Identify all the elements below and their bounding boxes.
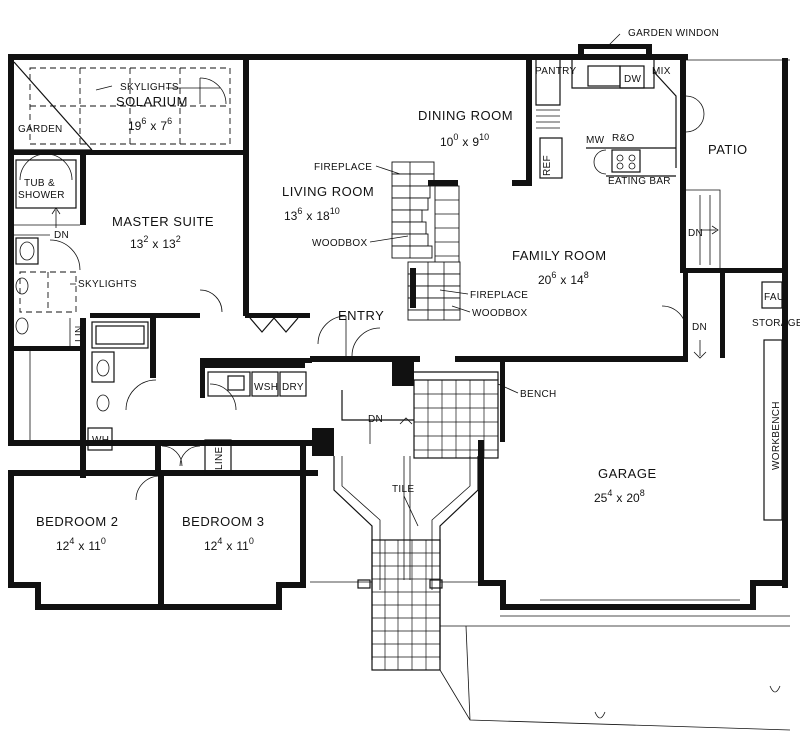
dining-room-name: DINING ROOM — [418, 108, 513, 123]
ref-label: REF — [542, 155, 553, 176]
leader-lines — [51, 33, 719, 527]
entry-name: ENTRY — [338, 308, 384, 323]
pantry-label: PANTRY — [535, 66, 576, 77]
lin-label: LIN — [74, 326, 85, 342]
fau-label: FAU — [764, 292, 784, 303]
skylights-top-label: SKYLIGHTS — [120, 82, 179, 93]
tub-label-1: TUB & — [24, 178, 55, 189]
dn-storage-label: DN — [692, 322, 707, 333]
dn-patio-label: DN — [688, 228, 703, 239]
workbench-label: WORKBENCH — [771, 401, 782, 470]
bedroom3-name: BEDROOM 3 — [182, 514, 265, 529]
master-suite-name: MASTER SUITE — [112, 214, 214, 229]
dn-entry-label: DN — [368, 414, 383, 425]
tile-label: TILE — [392, 484, 414, 495]
family-room-name: FAMILY ROOM — [512, 248, 607, 263]
garden-windon-label: GARDEN WINDON — [628, 28, 719, 39]
woodbox-family-label: WOODBOX — [472, 308, 527, 319]
living-room-name: LIVING ROOM — [282, 184, 374, 199]
dn-master-label: DN — [54, 230, 69, 241]
walls — [8, 44, 788, 610]
wh-label: WH — [92, 435, 109, 446]
dw-label: DW — [624, 74, 642, 85]
solarium-name: SOLARIUM — [116, 94, 188, 109]
linen-label: LINEN — [214, 439, 225, 470]
garden-label: GARDEN — [18, 124, 63, 135]
bedroom2-name: BEDROOM 2 — [36, 514, 119, 529]
eating-bar-label: EATING BAR — [608, 176, 671, 187]
fireplace-bricks — [391, 161, 461, 321]
fireplace-family-label: FIREPLACE — [470, 290, 528, 301]
storage-label: STORAGE — [752, 318, 800, 329]
patio-name: PATIO — [708, 142, 748, 157]
walkway-tiles — [371, 539, 441, 671]
fireplace-living-label: FIREPLACE — [314, 162, 372, 173]
garage-name: GARAGE — [598, 466, 657, 481]
detail-lines — [13, 56, 791, 731]
mw-label: MW — [586, 135, 605, 146]
skylights-bath-label: SKYLIGHTS — [78, 279, 137, 290]
bench-label: BENCH — [520, 389, 557, 400]
tub-label-2: SHOWER — [18, 190, 65, 201]
woodbox-living-label: WOODBOX — [312, 238, 367, 249]
dry-label: DRY — [282, 382, 304, 393]
mix-label: MIX — [652, 66, 671, 77]
stairs — [341, 371, 499, 459]
wsh-label: WSH — [254, 382, 278, 393]
r-o-label: R&O — [612, 133, 635, 144]
